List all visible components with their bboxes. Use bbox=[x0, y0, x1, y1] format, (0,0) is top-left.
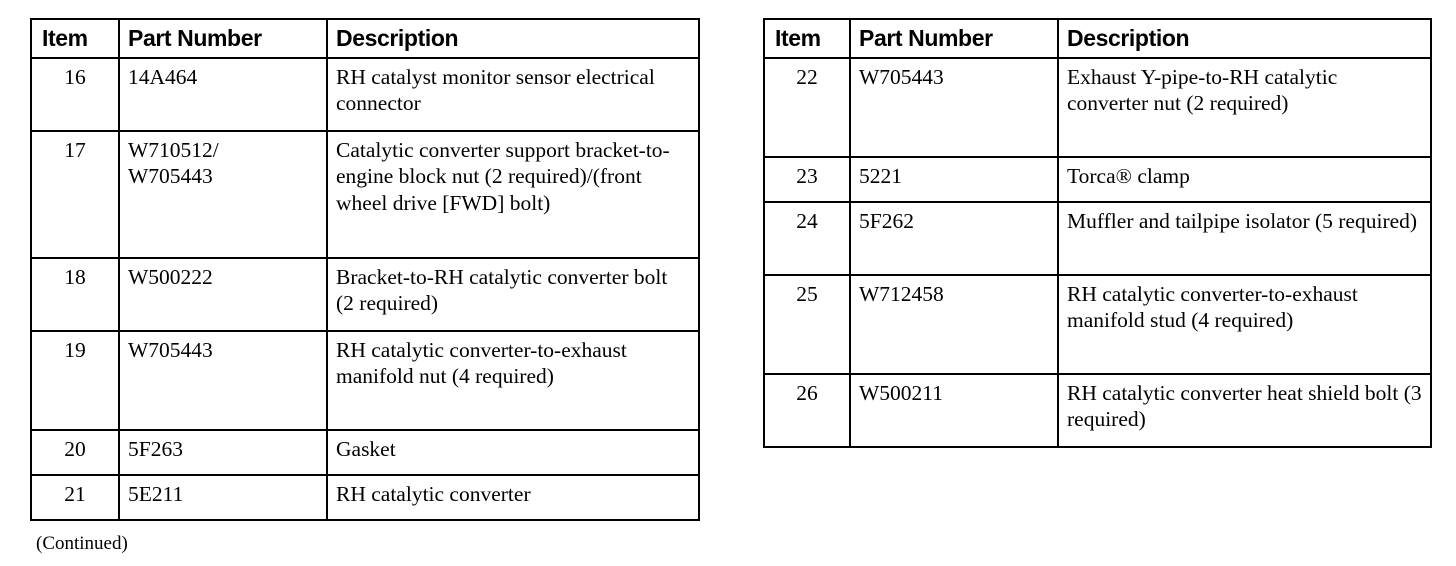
cell-part-number: W705443 bbox=[118, 330, 328, 432]
cell-part-number: 5E211 bbox=[118, 474, 328, 522]
continued-note: (Continued) bbox=[36, 533, 128, 554]
column-header-description: Description bbox=[326, 17, 700, 60]
cell-item: 16 bbox=[30, 57, 120, 133]
cell-item: 21 bbox=[30, 474, 120, 522]
cell-description: RH catalytic converter bbox=[326, 474, 700, 522]
cell-description: Exhaust Y-pipe-to-RH catalytic converter… bbox=[1057, 57, 1432, 159]
cell-part-number: W705443 bbox=[849, 57, 1059, 159]
table-row: 21 5E211 RH catalytic converter bbox=[30, 474, 700, 522]
table-row: 17 W710512/ W705443 Catalytic converter … bbox=[30, 130, 700, 260]
cell-description: RH catalytic converter-to-exhaust manifo… bbox=[326, 330, 700, 432]
cell-item: 20 bbox=[30, 429, 120, 477]
table-row: 25 W712458 RH catalytic converter-to-exh… bbox=[763, 274, 1432, 376]
column-header-description: Description bbox=[1057, 17, 1432, 60]
cell-part-number: W712458 bbox=[849, 274, 1059, 376]
parts-table-right: Item Part Number Description 22 W705443 … bbox=[763, 17, 1432, 449]
cell-item: 24 bbox=[763, 201, 851, 277]
header-row: Item Part Number Description bbox=[763, 17, 1432, 60]
cell-description: Catalytic converter support bracket-to-e… bbox=[326, 130, 700, 260]
cell-description: RH catalytic converter-to-exhaust manifo… bbox=[1057, 274, 1432, 376]
cell-description: RH catalytic converter heat shield bolt … bbox=[1057, 373, 1432, 449]
column-header-part-number: Part Number bbox=[849, 17, 1059, 60]
cell-item: 22 bbox=[763, 57, 851, 159]
table-row: 16 14A464 RH catalyst monitor sensor ele… bbox=[30, 57, 700, 133]
cell-description: RH catalyst monitor sensor electrical co… bbox=[326, 57, 700, 133]
cell-item: 26 bbox=[763, 373, 851, 449]
cell-item: 18 bbox=[30, 257, 120, 333]
cell-description: Torca® clamp bbox=[1057, 156, 1432, 204]
cell-part-number: 14A464 bbox=[118, 57, 328, 133]
table-right-header: Item Part Number Description bbox=[763, 17, 1432, 60]
table-row: 24 5F262 Muffler and tailpipe isolator (… bbox=[763, 201, 1432, 277]
table-row: 26 W500211 RH catalytic converter heat s… bbox=[763, 373, 1432, 449]
table-right-body: 22 W705443 Exhaust Y-pipe-to-RH catalyti… bbox=[763, 57, 1432, 449]
column-header-part-number: Part Number bbox=[118, 17, 328, 60]
cell-description: Muffler and tailpipe isolator (5 require… bbox=[1057, 201, 1432, 277]
cell-item: 19 bbox=[30, 330, 120, 432]
column-header-item: Item bbox=[30, 17, 120, 60]
parts-table-left: Item Part Number Description 16 14A464 R… bbox=[30, 17, 700, 522]
table-row: 20 5F263 Gasket bbox=[30, 429, 700, 477]
table-left-header: Item Part Number Description bbox=[30, 17, 700, 60]
table-row: 22 W705443 Exhaust Y-pipe-to-RH catalyti… bbox=[763, 57, 1432, 159]
cell-item: 17 bbox=[30, 130, 120, 260]
cell-item: 25 bbox=[763, 274, 851, 376]
cell-part-number: W500211 bbox=[849, 373, 1059, 449]
cell-part-number: 5F262 bbox=[849, 201, 1059, 277]
cell-item: 23 bbox=[763, 156, 851, 204]
table-row: 18 W500222 Bracket-to-RH catalytic conve… bbox=[30, 257, 700, 333]
column-header-item: Item bbox=[763, 17, 851, 60]
cell-part-number: W710512/ W705443 bbox=[118, 130, 328, 260]
table-row: 19 W705443 RH catalytic converter-to-exh… bbox=[30, 330, 700, 432]
table-row: 23 5221 Torca® clamp bbox=[763, 156, 1432, 204]
cell-part-number: 5221 bbox=[849, 156, 1059, 204]
cell-part-number: W500222 bbox=[118, 257, 328, 333]
cell-description: Bracket-to-RH catalytic converter bolt (… bbox=[326, 257, 700, 333]
cell-part-number: 5F263 bbox=[118, 429, 328, 477]
cell-description: Gasket bbox=[326, 429, 700, 477]
table-left-body: 16 14A464 RH catalyst monitor sensor ele… bbox=[30, 57, 700, 522]
header-row: Item Part Number Description bbox=[30, 17, 700, 60]
